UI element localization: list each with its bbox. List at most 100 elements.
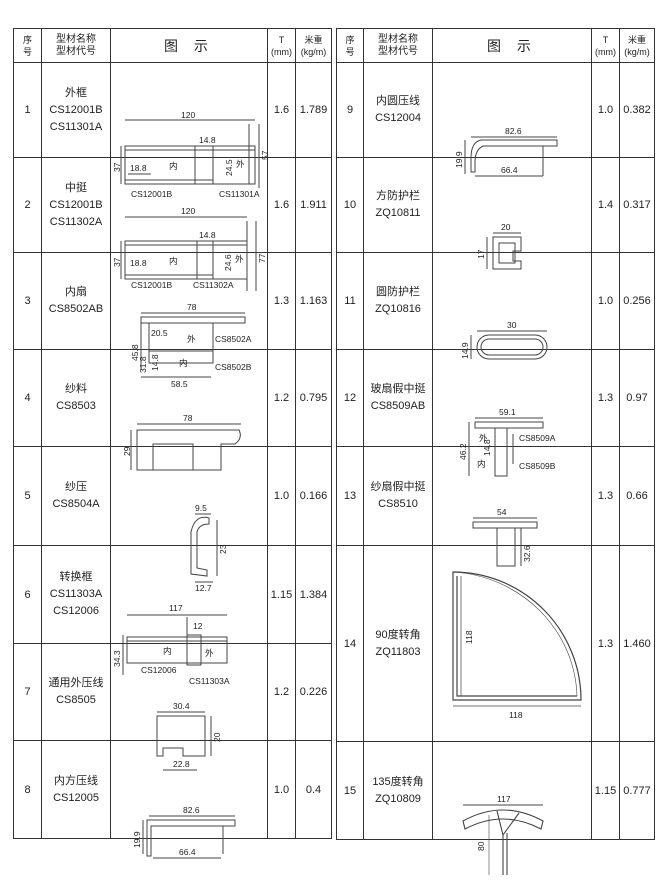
profile-drawing [452,571,582,707]
thickness: 1.15 [591,741,620,840]
header-diagram: 图 示 [487,37,537,54]
header-t: T [602,34,609,45]
dim-label: 54 [497,507,507,517]
profile-code: ZQ10809 [375,792,421,805]
thickness: 1.6 [267,62,296,158]
weight: 0.382 [619,62,655,158]
dim-label: 20.5 [151,328,168,338]
profile-name: 圆防护栏 [376,286,420,298]
profile-code: CS8502AB [48,303,104,315]
profile-name: 纱料 [65,383,87,395]
profile-code: CS12001B [49,103,103,116]
row-number: 13 [336,446,364,546]
profile-name: 方防护栏 [376,190,420,202]
profile-code: CS8504A [52,498,100,510]
profile-diagram: 117 80 [432,741,592,875]
weight: 0.97 [619,349,655,447]
dim-label: 14.8 [199,135,216,145]
dim-label: 117 [169,602,183,613]
dim-label: 118 [509,710,523,720]
profile-name: 玻扇假中挺 [370,383,426,395]
profile-code: CS11303A [49,588,103,600]
row-number: 7 [13,643,42,741]
dim-label: 118 [464,630,474,644]
header-name: 型材名称 [56,33,96,45]
weight: 0.166 [295,446,332,546]
weight: 1.911 [295,157,332,253]
profile-diagram: 30 14.9 [432,252,592,360]
weight: 1.384 [295,545,332,644]
dim-label: 120 [181,110,196,120]
row-number: 2 [13,157,42,253]
thickness: 1.0 [267,740,296,839]
dim-label: 59.1 [499,407,516,417]
profile-diagram: 120 14.8 37 18.8 内 24.5 外 57 CS12001B CS… [110,62,270,199]
profile-name: 外框 [65,86,87,99]
header-code: 型材代号 [378,45,418,57]
weight: 1.163 [295,252,332,350]
profile-code: CS11301A [49,120,103,133]
thickness: 1.2 [267,643,296,741]
profile-drawing [462,803,544,875]
profile-diagram: 117 12 34.3 内 外 CS12006 CS11303A [110,545,268,685]
dim-label: 30 [507,320,517,330]
profile-table-left: 序号 型材名称型材代号 图 示 T(mm) 米重(kg/m) 1 外框 CS120… [13,28,332,858]
weight: 0.795 [295,349,332,447]
weight: 0.317 [619,157,655,253]
table-header: 序号 型材名称型材代号 图 示 T(mm) 米重(kg/m) [336,28,655,63]
dim-label: 14.8 [199,230,216,240]
weight: 0.256 [619,252,655,350]
dim-label: 20 [501,222,511,232]
weight: 0.777 [619,741,655,840]
thickness: 1.3 [591,446,620,546]
thickness: 1.6 [267,157,296,253]
dim-label: 78 [187,302,197,312]
profile-name: 135度转角 [372,775,424,788]
profile-diagram: 20 17 [432,157,592,270]
row-number: 12 [336,349,364,447]
header-seq: 序号 [22,34,32,57]
weight: 1.789 [295,62,332,158]
profile-diagram: 54 32.6 [432,446,592,567]
profile-code: ZQ11803 [375,645,421,658]
header-t-unit: (mm) [271,46,292,57]
thickness: 1.3 [591,545,620,742]
table-row: 1 外框 CS12001B CS11301A 120 14.8 37 18.8 内 … [13,62,332,199]
row-number: 1 [13,62,42,158]
row-number: 6 [13,545,42,644]
weight: 0.66 [619,446,655,546]
profile-code: CS8505 [56,694,96,706]
profile-diagram: 78 29 [110,349,268,471]
thickness: 1.0 [591,252,620,350]
profile-diagram: 9.5 23 12.7 [110,446,268,593]
thickness: 1.0 [267,446,296,546]
profile-name: 90度转角 [375,628,421,641]
row-number: 9 [336,62,364,158]
table-header: 序号 型材名称型材代号 图 示 T(mm) 米重(kg/m) [13,28,332,63]
profile-code: CS8510 [378,498,418,510]
profile-diagram: 82.6 19.9 66.4 [432,62,592,177]
thickness: 1.15 [267,545,296,644]
profile-code: CS8509AB [370,400,426,412]
profile-code: CS8503 [56,400,96,412]
thickness: 1.3 [267,252,296,350]
profile-diagram: 59.1 46.2 14.8 外 内 CS8509A CS8509B [432,349,592,477]
thickness: 1.2 [267,349,296,447]
profile-name: 转换框 [59,571,93,583]
table-row: 4 纱料 CS8503 78 29 1.2 0.795 [13,349,332,471]
profile-code: CS12001B [49,198,103,211]
profile-code: CS12004 [375,112,421,124]
row-number: 10 [336,157,364,253]
profile-diagram: 78 20.5 外 CS8502A 45.8 31.8 14.8 内 CS850… [110,252,268,389]
dim-label: 12 [193,620,203,631]
header-weight-unit: (kg/m) [624,46,650,57]
header-diagram: 图 示 [164,37,214,54]
row-number: 4 [13,349,42,447]
profile-code: ZQ10811 [375,207,421,219]
